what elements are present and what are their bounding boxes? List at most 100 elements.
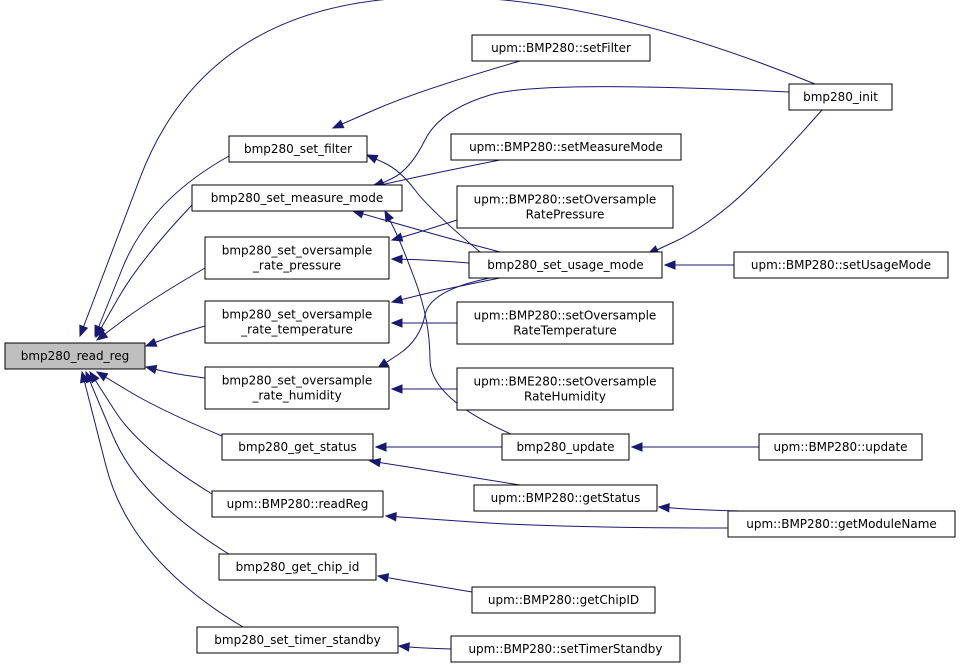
arrowhead-icon	[365, 154, 379, 164]
arrowhead-icon	[390, 254, 403, 265]
node-label: bmp280_set_filter	[244, 142, 352, 156]
node-layer: bmp280_read_reg bmp280_set_filter bmp280_s…	[4, 34, 956, 663]
arrowhead-icon	[144, 337, 158, 347]
node-box	[468, 251, 663, 279]
edge-upm_BMP280_update-to-bmp280_update	[630, 442, 759, 452]
node-box	[204, 366, 390, 410]
edge-layer	[79, 0, 823, 652]
node-label: upm::BMP280::setOversample	[474, 193, 657, 207]
node-box	[788, 83, 893, 111]
node-label: upm::BMP280::update	[773, 440, 907, 454]
node-upm_BMP280_setMeasureMode[interactable]: upm::BMP280::setMeasureMode	[450, 133, 682, 161]
node-label: upm::BMP280::setTimerStandby	[468, 642, 662, 656]
node-upm_BMP280_setOversampleRateTemperature[interactable]: upm::BMP280::setOversampleRateTemperatur…	[456, 301, 674, 345]
arrowhead-icon	[384, 209, 395, 223]
node-bmp280_set_oversample_rate_temperature[interactable]: bmp280_set_oversample_rate_temperature	[204, 300, 390, 344]
node-upm_BMP280_update[interactable]: upm::BMP280::update	[758, 433, 923, 461]
node-bmp280_update[interactable]: bmp280_update	[501, 433, 630, 461]
arrowhead-icon	[80, 370, 90, 384]
node-label: _rate_temperature	[240, 323, 353, 337]
node-bmp280_get_chip_id[interactable]: bmp280_get_chip_id	[218, 553, 377, 581]
node-bmp280_init[interactable]: bmp280_init	[788, 83, 893, 111]
edge-bmp280_set_usage_mode-to-bmp280_set_oversample_rate_temperature	[390, 277, 501, 305]
node-label: bmp280_set_timer_standby	[214, 633, 380, 647]
edge-upm_BMP280_setUsageMode-to-bmp280_set_usage_mode	[663, 260, 735, 270]
node-bmp280_set_oversample_rate_pressure[interactable]: bmp280_set_oversample_rate_pressure	[204, 236, 390, 280]
node-label: upm::BMP280::readReg	[227, 497, 369, 511]
node-bmp280_set_filter[interactable]: bmp280_set_filter	[228, 135, 368, 163]
edge-upm_BMP280_setOversampleRateTemperature-to-bmp280_set_oversample_rate_temperature	[390, 318, 457, 328]
node-label: upm::BMP280::getModuleName	[746, 517, 937, 531]
node-box	[733, 251, 949, 279]
node-label: _rate_humidity	[251, 389, 341, 403]
node-box	[228, 135, 368, 163]
node-label: bmp280_update	[516, 440, 614, 454]
edge-bmp280_set_timer_standby-to-bmp280_read_reg	[80, 370, 244, 628]
node-label: upm::BMP280::setOversample	[474, 309, 657, 323]
node-label: upm::BMP280::setFilter	[491, 41, 631, 55]
arrowhead-icon	[390, 384, 403, 394]
edge-bmp280_update-to-bmp280_get_status	[374, 442, 502, 452]
node-bmp280_set_measure_mode[interactable]: bmp280_set_measure_mode	[191, 184, 403, 212]
arrowhead-icon	[374, 442, 387, 452]
node-box	[211, 490, 384, 518]
node-label: upm::BMP280::setMeasureMode	[469, 140, 663, 154]
node-box	[4, 342, 146, 370]
edge-bmp280_set_usage_mode-to-bmp280_set_oversample_rate_pressure	[390, 254, 470, 265]
node-label: bmp280_read_reg	[21, 349, 130, 363]
arrowhead-icon	[397, 642, 410, 652]
node-upm_BMP280_getStatus[interactable]: upm::BMP280::getStatus	[473, 484, 658, 512]
edge-upm_BMP280_setOversampleRatePressure-to-bmp280_set_oversample_rate_pressure	[390, 219, 458, 242]
arrowhead-icon	[384, 511, 397, 522]
arrowhead-icon	[95, 371, 109, 382]
edge-bmp280_set_measure_mode-to-bmp280_read_reg	[95, 204, 193, 339]
node-bmp280_set_timer_standby[interactable]: bmp280_set_timer_standby	[196, 626, 399, 654]
node-upm_BMP280_setTimerStandby[interactable]: upm::BMP280::setTimerStandby	[450, 635, 681, 663]
edge-bmp280_get_status-to-bmp280_read_reg	[95, 371, 223, 437]
node-bmp280_set_usage_mode[interactable]: bmp280_set_usage_mode	[468, 251, 663, 279]
node-bmp280_set_oversample_rate_humidity[interactable]: bmp280_set_oversample_rate_humidity	[204, 366, 390, 410]
node-label: bmp280_set_usage_mode	[487, 258, 643, 272]
edge-bmp280_set_oversample_rate_temperature-to-bmp280_read_reg	[144, 325, 206, 347]
arrowhead-icon	[663, 260, 676, 270]
edge-bmp280_set_oversample_rate_pressure-to-bmp280_read_reg	[95, 267, 206, 341]
node-box	[450, 133, 682, 161]
node-upm_BMP280_setFilter[interactable]: upm::BMP280::setFilter	[471, 34, 651, 62]
node-box	[196, 626, 399, 654]
node-box	[471, 34, 651, 62]
node-box	[456, 301, 674, 345]
arrowhead-icon	[376, 573, 390, 583]
node-box	[473, 484, 658, 512]
edge-upm_BMP280_getChipID-to-bmp280_get_chip_id	[376, 573, 473, 593]
node-label: upm::BMP280::getStatus	[491, 491, 641, 505]
node-label: upm::BME280::setOversample	[474, 375, 657, 389]
edge-bmp280_init-to-bmp280_read_reg	[79, 0, 816, 338]
node-upm_BMP280_getModuleName[interactable]: upm::BMP280::getModuleName	[727, 510, 956, 538]
node-upm_BMP280_getChipID[interactable]: upm::BMP280::getChipID	[471, 586, 656, 614]
arrowhead-icon	[630, 442, 643, 452]
node-box	[204, 236, 390, 280]
arrowhead-icon	[79, 324, 89, 338]
node-label: RateTemperature	[513, 324, 617, 338]
arrowhead-icon	[95, 329, 109, 341]
node-label: _rate_pressure	[252, 259, 341, 273]
node-box	[221, 433, 374, 461]
arrowhead-icon	[95, 325, 106, 339]
arrowhead-icon	[368, 457, 382, 468]
node-label: upm::BMP280::getChipID	[488, 593, 639, 607]
arrowhead-icon	[331, 119, 345, 129]
edge-bmp280_init-to-bmp280_set_usage_mode	[646, 109, 823, 255]
node-bmp280_read_reg[interactable]: bmp280_read_reg	[4, 342, 146, 370]
edge-upm_BME280_setOversampleRateHumidity-to-bmp280_set_oversample_rate_humidity	[390, 384, 457, 394]
node-upm_BMP280_readReg[interactable]: upm::BMP280::readReg	[211, 490, 384, 518]
arrowhead-icon	[144, 364, 158, 375]
node-label: RateHumidity	[524, 390, 606, 404]
node-box	[456, 185, 674, 229]
node-box	[191, 184, 403, 212]
node-upm_BMP280_setUsageMode[interactable]: upm::BMP280::setUsageMode	[733, 251, 949, 279]
node-label: bmp280_set_oversample	[222, 244, 373, 258]
node-bmp280_get_status[interactable]: bmp280_get_status	[221, 433, 374, 461]
node-box	[758, 433, 923, 461]
